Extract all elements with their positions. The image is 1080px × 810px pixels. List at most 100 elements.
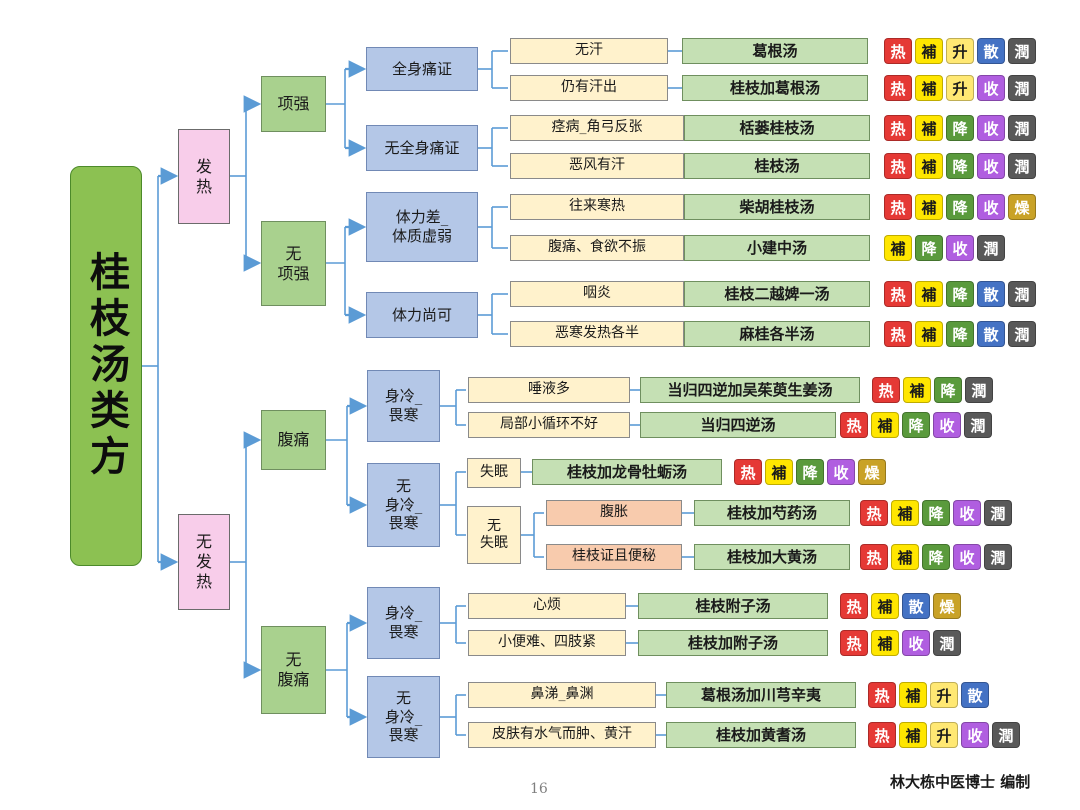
node-cold-2: 身冷_ 畏寒 xyxy=(367,587,440,659)
property-tag: 補 xyxy=(915,153,943,179)
condition-label: 局部小循环不好 xyxy=(468,412,630,438)
property-tags: 热補散燥 xyxy=(840,593,961,619)
property-tag: 補 xyxy=(903,377,931,403)
node-no-whole-body-pain: 无全身痛证 xyxy=(366,125,478,171)
node-weak-constitution: 体力差_ 体质虚弱 xyxy=(366,192,478,262)
property-tags: 热補降散潤 xyxy=(884,321,1036,347)
property-tag: 散 xyxy=(977,321,1005,347)
property-tags: 热補降收潤 xyxy=(860,544,1012,570)
property-tag: 热 xyxy=(884,38,912,64)
property-tags: 热補降收潤 xyxy=(840,412,992,438)
property-tag: 燥 xyxy=(858,459,886,485)
property-tag: 補 xyxy=(915,281,943,307)
property-tag: 燥 xyxy=(933,593,961,619)
page-number: 16 xyxy=(530,781,548,797)
property-tag: 升 xyxy=(930,682,958,708)
property-tag: 散 xyxy=(961,682,989,708)
property-tags: 热補降收潤 xyxy=(884,115,1036,141)
formula-name: 麻桂各半汤 xyxy=(684,321,870,347)
formula-name: 小建中汤 xyxy=(684,235,870,261)
property-tag: 降 xyxy=(946,281,974,307)
property-tag: 潤 xyxy=(984,544,1012,570)
property-tag: 降 xyxy=(946,321,974,347)
author-credit: 林大栋中医博士 编制 xyxy=(890,773,1031,791)
property-tag: 潤 xyxy=(1008,153,1036,179)
property-tags: 热補降潤 xyxy=(872,377,993,403)
formula-name: 桂枝加葛根汤 xyxy=(682,75,868,101)
node-no-neck-stiff: 无 项强 xyxy=(261,221,326,306)
property-tag: 热 xyxy=(860,544,888,570)
formula-name: 桂枝加大黄汤 xyxy=(694,544,850,570)
condition-label: 皮肤有水气而肿、黄汗 xyxy=(468,722,656,748)
property-tags: 热補收潤 xyxy=(840,630,961,656)
property-tag: 收 xyxy=(902,630,930,656)
node-fever: 发 热 xyxy=(178,129,230,224)
formula-name: 桂枝汤 xyxy=(684,153,870,179)
property-tag: 潤 xyxy=(992,722,1020,748)
property-tag: 升 xyxy=(930,722,958,748)
property-tag: 热 xyxy=(840,593,868,619)
condition-label: 腹胀 xyxy=(546,500,682,526)
formula-name: 桂枝加芍药汤 xyxy=(694,500,850,526)
property-tag: 補 xyxy=(891,500,919,526)
property-tag: 燥 xyxy=(1008,194,1036,220)
node-abdominal-pain: 腹痛 xyxy=(261,410,326,470)
property-tag: 補 xyxy=(871,412,899,438)
node-no-fever: 无 发 热 xyxy=(178,514,230,610)
formula-name: 桂枝附子汤 xyxy=(638,593,828,619)
node-no-insomnia: 无 失眠 xyxy=(467,506,521,564)
formula-name: 葛根汤 xyxy=(682,38,868,64)
property-tag: 收 xyxy=(977,115,1005,141)
condition-label: 往来寒热 xyxy=(510,194,684,220)
property-tag: 热 xyxy=(868,722,896,748)
node-no-abdominal-pain: 无 腹痛 xyxy=(261,626,326,714)
node-strength-ok: 体力尚可 xyxy=(366,292,478,338)
condition-label: 腹痛、食欲不振 xyxy=(510,235,684,261)
property-tag: 热 xyxy=(868,682,896,708)
property-tags: 热補升收潤 xyxy=(868,722,1020,748)
property-tag: 補 xyxy=(899,722,927,748)
property-tag: 热 xyxy=(840,412,868,438)
property-tags: 热補降收燥 xyxy=(734,459,886,485)
property-tags: 热補降散潤 xyxy=(884,281,1036,307)
node-no-cold-1: 无 身冷_ 畏寒 xyxy=(367,463,440,547)
property-tag: 升 xyxy=(946,75,974,101)
condition-label: 无汗 xyxy=(510,38,668,64)
property-tag: 降 xyxy=(922,544,950,570)
property-tag: 降 xyxy=(915,235,943,261)
property-tag: 補 xyxy=(871,593,899,619)
property-tag: 補 xyxy=(915,115,943,141)
node-neck-stiff: 项强 xyxy=(261,76,326,132)
property-tag: 热 xyxy=(884,194,912,220)
property-tag: 潤 xyxy=(1008,38,1036,64)
property-tag: 散 xyxy=(977,281,1005,307)
property-tag: 收 xyxy=(953,500,981,526)
property-tags: 热補升收潤 xyxy=(884,75,1036,101)
property-tag: 热 xyxy=(884,321,912,347)
property-tag: 收 xyxy=(977,75,1005,101)
property-tag: 降 xyxy=(946,153,974,179)
property-tag: 降 xyxy=(902,412,930,438)
property-tag: 補 xyxy=(915,75,943,101)
condition-label: 桂枝证且便秘 xyxy=(546,544,682,570)
node-whole-body-pain: 全身痛证 xyxy=(366,47,478,91)
formula-name: 桂枝加龙骨牡蛎汤 xyxy=(532,459,722,485)
property-tag: 潤 xyxy=(965,377,993,403)
condition-label: 心烦 xyxy=(468,593,626,619)
property-tag: 潤 xyxy=(1008,321,1036,347)
property-tags: 热補升散潤 xyxy=(884,38,1036,64)
property-tag: 升 xyxy=(946,38,974,64)
node-insomnia: 失眠 xyxy=(467,458,521,488)
property-tag: 補 xyxy=(915,321,943,347)
property-tag: 热 xyxy=(884,153,912,179)
property-tag: 收 xyxy=(977,153,1005,179)
property-tag: 热 xyxy=(840,630,868,656)
property-tag: 热 xyxy=(860,500,888,526)
property-tag: 補 xyxy=(891,544,919,570)
property-tag: 潤 xyxy=(1008,75,1036,101)
property-tag: 收 xyxy=(961,722,989,748)
property-tag: 降 xyxy=(934,377,962,403)
condition-label: 唾液多 xyxy=(468,377,630,403)
property-tag: 散 xyxy=(977,38,1005,64)
property-tag: 热 xyxy=(872,377,900,403)
